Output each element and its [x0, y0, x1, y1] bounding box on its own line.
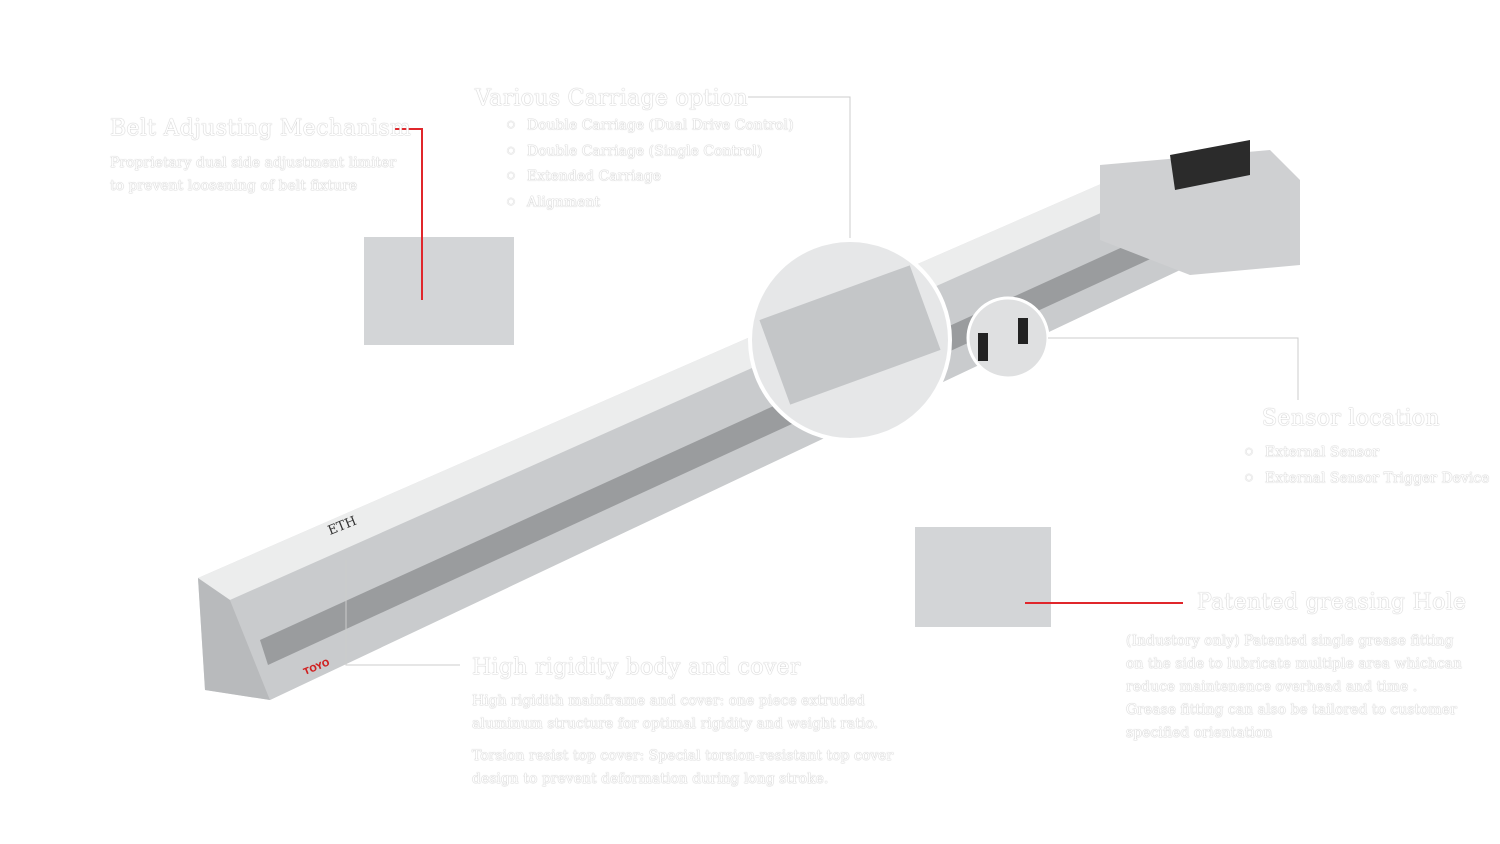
- greasing-title: Patented greasing Hole: [1197, 590, 1467, 615]
- text-line: Grease fitting can also be tailored to c…: [1126, 702, 1457, 718]
- text-line: Proprietary dual side adjustment limiter: [110, 155, 397, 171]
- leader-lines: [345, 96, 1299, 666]
- list-item: External Sensor: [1245, 440, 1489, 466]
- motor: [1170, 140, 1250, 190]
- belt-description: Proprietary dual side adjustment limiter…: [110, 152, 396, 198]
- linear-actuator: ETH TOYO: [198, 140, 1300, 700]
- text-line: Torsion resist top cover: Special torsio…: [472, 748, 894, 764]
- text-line: High rigidith mainframe and cover: one p…: [472, 693, 865, 709]
- text-line: reduce maintenence overhead and time .: [1126, 679, 1418, 695]
- belt-mechanism-thumbnail: [364, 237, 514, 345]
- carriage-title: Various Carriage option: [475, 86, 748, 111]
- greasing-description: (Industory only) Patented single grease …: [1126, 630, 1462, 745]
- text-line: aluminum structure for optimal rigidity …: [472, 716, 878, 732]
- greasing-hole-thumbnail: [915, 527, 1051, 627]
- text-line: (Industory only) Patented single grease …: [1126, 633, 1454, 649]
- text-line: to prevent loosening of belt fixture: [110, 178, 358, 194]
- list-item: Double Carriage (Single Control): [507, 139, 794, 165]
- sensor-list: External Sensor External Sensor Trigger …: [1245, 440, 1490, 492]
- list-item: Double Carriage (Dual Drive Control): [507, 113, 794, 139]
- list-item: Alignment: [507, 190, 794, 216]
- rigidity-paragraph-1: High rigidith mainframe and cover: one p…: [472, 690, 878, 736]
- text-line: on the side to lubricate multiple area w…: [1126, 656, 1463, 672]
- rigidity-paragraph-2: Torsion resist top cover: Special torsio…: [472, 745, 893, 791]
- list-item: External Sensor Trigger Device: [1245, 466, 1490, 492]
- sensor-zoom-circle: [966, 296, 1050, 380]
- carriage-zoom-circle: [748, 238, 952, 442]
- sensor-title: Sensor location: [1262, 406, 1440, 431]
- list-item: Extended Carriage: [507, 164, 794, 190]
- rigidity-title: High rigidity body and cover: [472, 655, 801, 680]
- text-line: specified orientation: [1126, 725, 1273, 741]
- belt-title: Belt Adjusting Mechanism: [110, 116, 412, 141]
- carriage-list: Double Carriage (Dual Drive Control) Dou…: [507, 113, 794, 215]
- text-line: design to prevent deformation during lon…: [472, 771, 829, 787]
